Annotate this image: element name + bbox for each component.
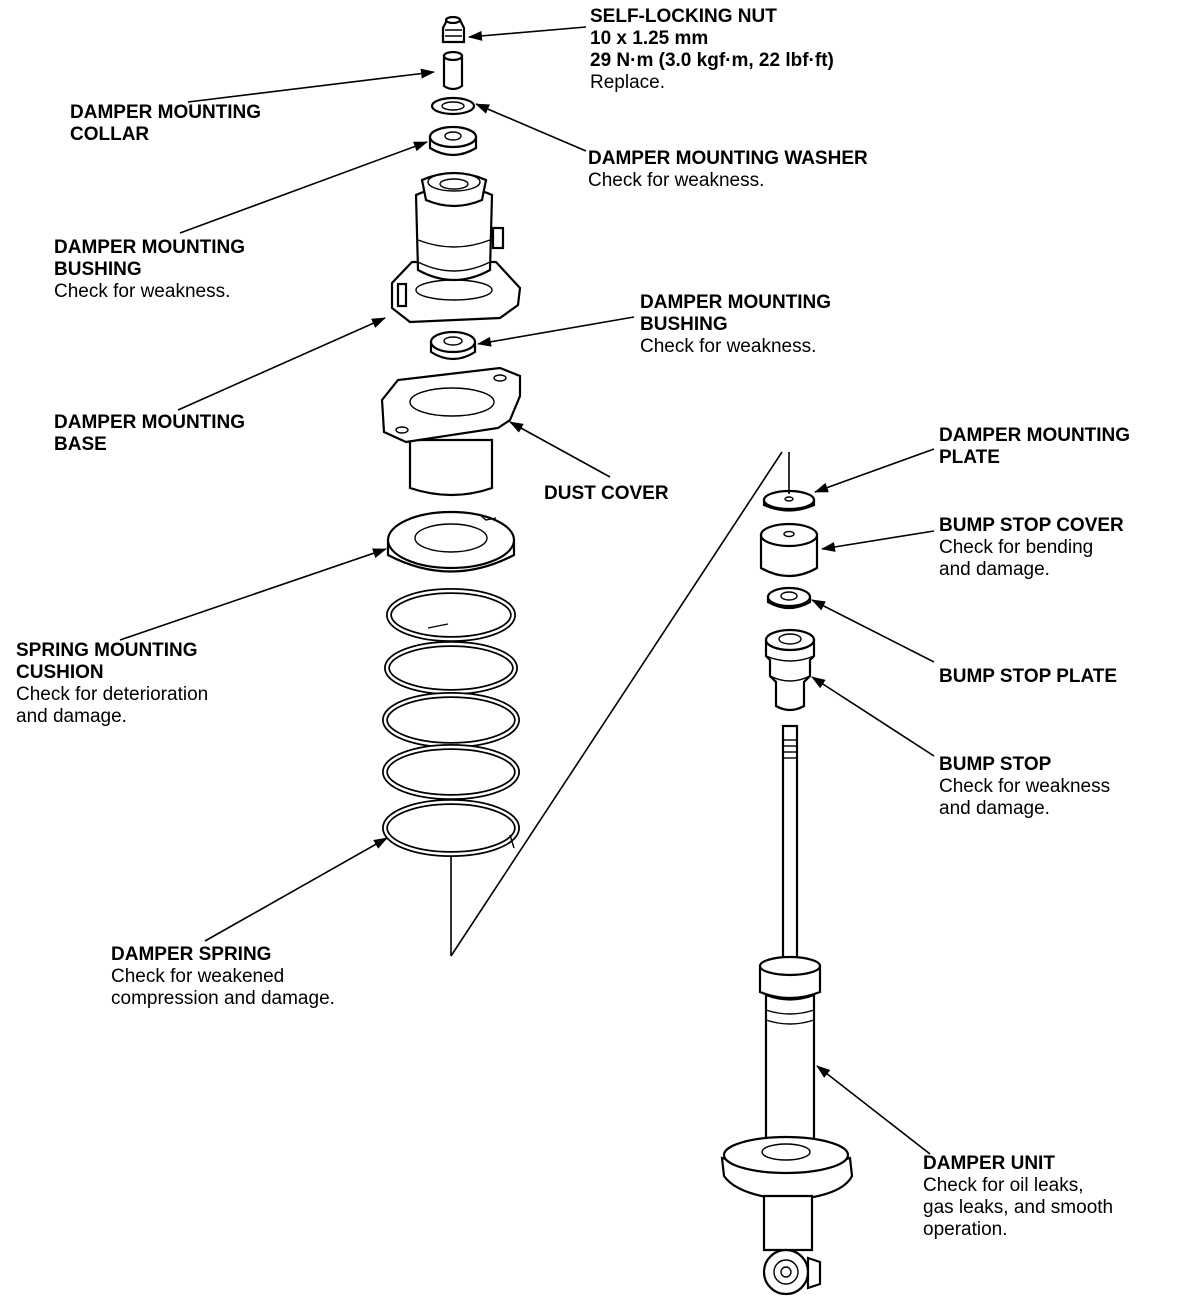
damper-mounting-bushing-lower-title-2: BUSHING [640, 314, 728, 335]
damper-mounting-plate-title-1: DAMPER MOUNTING [939, 425, 1131, 446]
self-locking-nut-label: SELF-LOCKING NUT 10 x 1.25 mm 29 N·m (3.… [590, 6, 834, 94]
bump-stop-plate-label: BUMP STOP PLATE [939, 666, 1117, 688]
damper-mounting-bushing-upper-title-1: DAMPER MOUNTING [54, 237, 246, 258]
bump-stop-note-1: Check for weakness [939, 776, 1111, 797]
damper-unit-title: DAMPER UNIT [923, 1153, 1055, 1174]
damper-unit-label: DAMPER UNIT Check for oil leaks, gas lea… [923, 1153, 1113, 1241]
damper-mounting-collar-label: DAMPER MOUNTING COLLAR [70, 102, 261, 146]
damper-mounting-collar-title-1: DAMPER MOUNTING [70, 102, 262, 123]
leader-arrows [119, 26, 935, 1155]
spring-mounting-cushion-note-1: Check for deterioration [16, 684, 209, 705]
bump-stop-title: BUMP STOP [939, 754, 1052, 775]
damper-mounting-plate-part [762, 489, 816, 512]
damper-mounting-bushing-lower-label: DAMPER MOUNTING BUSHING Check for weakne… [640, 292, 831, 358]
dust-cover-title: DUST COVER [544, 483, 669, 504]
bump-stop-cover-part [759, 522, 819, 578]
damper-mounting-washer-part [430, 96, 476, 116]
self-locking-nut-size: 10 x 1.25 mm [590, 28, 709, 49]
bump-stop-note-2: and damage. [939, 798, 1050, 819]
damper-unit-note-1: Check for oil leaks, [923, 1175, 1084, 1196]
bump-stop-plate-title: BUMP STOP PLATE [939, 666, 1118, 687]
self-locking-nut-part [441, 15, 466, 44]
damper-mounting-plate-label: DAMPER MOUNTING PLATE [939, 425, 1130, 469]
damper-mounting-plate-title-2: PLATE [939, 447, 1000, 468]
damper-spring-note-1: Check for weakened [111, 966, 285, 987]
bump-stop-cover-note-1: Check for bending [939, 537, 1094, 558]
damper-unit-part [720, 724, 854, 1296]
bump-stop-label: BUMP STOP Check for weakness and damage. [939, 754, 1110, 820]
lower-bushing-part [429, 330, 477, 361]
bump-stop-cover-title: BUMP STOP COVER [939, 515, 1124, 536]
bump-stop-plate-part [766, 586, 812, 610]
spring-mounting-cushion-part [386, 510, 516, 573]
damper-mounting-washer-label: DAMPER MOUNTING WASHER Check for weaknes… [588, 148, 868, 192]
damper-spring-part [382, 588, 520, 857]
bump-stop-cover-note-2: and damage. [939, 559, 1050, 580]
damper-mounting-base-title-2: BASE [54, 434, 107, 455]
bump-stop-part [764, 628, 816, 712]
dust-cover-part [380, 366, 522, 497]
dust-cover-label: DUST COVER [544, 483, 669, 505]
damper-mounting-base-part [390, 171, 522, 324]
bump-stop-cover-label: BUMP STOP COVER Check for bending and da… [939, 515, 1124, 581]
damper-mounting-collar-part [442, 50, 464, 91]
damper-spring-title: DAMPER SPRING [111, 944, 272, 965]
upper-bushing-part [428, 125, 478, 157]
self-locking-nut-torque: 29 N·m (3.0 kgf·m, 22 lbf·ft) [590, 50, 834, 71]
spring-mounting-cushion-note-2: and damage. [16, 706, 127, 727]
damper-mounting-bushing-upper-note: Check for weakness. [54, 281, 231, 302]
damper-unit-note-2: gas leaks, and smooth [923, 1197, 1114, 1218]
damper-mounting-bushing-lower-note: Check for weakness. [640, 336, 817, 357]
damper-mounting-bushing-upper-label: DAMPER MOUNTING BUSHING Check for weakne… [54, 237, 245, 303]
damper-mounting-bushing-lower-title-1: DAMPER MOUNTING [640, 292, 832, 313]
damper-mounting-bushing-upper-title-2: BUSHING [54, 259, 142, 280]
damper-spring-note-2: compression and damage. [111, 988, 335, 1009]
damper-mounting-washer-note: Check for weakness. [588, 170, 765, 191]
damper-mounting-washer-title: DAMPER MOUNTING WASHER [588, 148, 868, 169]
self-locking-nut-title: SELF-LOCKING NUT [590, 6, 777, 27]
spring-mounting-cushion-title-2: CUSHION [16, 662, 104, 683]
connector-lines [450, 451, 790, 957]
damper-mounting-base-label: DAMPER MOUNTING BASE [54, 412, 245, 456]
damper-unit-note-3: operation. [923, 1219, 1008, 1240]
self-locking-nut-note: Replace. [590, 72, 665, 93]
damper-mounting-collar-title-2: COLLAR [70, 124, 150, 145]
spring-mounting-cushion-label: SPRING MOUNTING CUSHION Check for deteri… [16, 640, 208, 728]
damper-mounting-base-title-1: DAMPER MOUNTING [54, 412, 246, 433]
spring-mounting-cushion-title-1: SPRING MOUNTING [16, 640, 198, 661]
damper-spring-label: DAMPER SPRING Check for weakened compres… [111, 944, 335, 1010]
